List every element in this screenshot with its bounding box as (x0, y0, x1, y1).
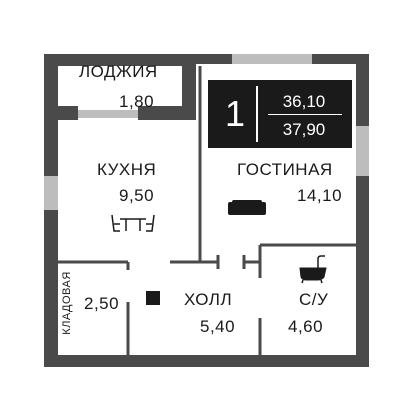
storage-area: 2,50 (84, 294, 120, 313)
window-left (44, 176, 58, 210)
outer-wall-right-upper (356, 54, 369, 126)
kitchen-name: КУХНЯ (97, 160, 157, 179)
outer-wall-bottom (44, 355, 369, 367)
outer-wall-left-upper (44, 54, 58, 176)
area-with-loggia: 37,90 (282, 120, 326, 139)
loggia-right-wall (182, 54, 196, 114)
bathroom-name: С/У (299, 290, 329, 309)
bathroom-area: 4,60 (288, 317, 324, 336)
dining-table-icon (111, 214, 155, 232)
outer-wall-left-lower (44, 210, 58, 365)
loggia-top-wall (44, 54, 196, 66)
living-room-area: 14,10 (297, 186, 343, 205)
loggia-name: ЛОДЖИЯ (79, 62, 158, 81)
room-count: 1 (214, 86, 258, 142)
interior-walls (58, 66, 356, 355)
hall-name: ХОЛЛ (184, 290, 233, 309)
hall-area: 5,40 (200, 317, 236, 336)
living-room-name: ГОСТИНАЯ (237, 160, 333, 179)
sofa-icon (228, 200, 266, 215)
window-right (356, 126, 369, 176)
top-wall-segment-b (312, 54, 369, 64)
total-area: 36,10 (282, 92, 326, 111)
loggia-area: 1,80 (119, 92, 155, 111)
storage-name: КЛАДОВАЯ (61, 271, 73, 335)
outer-walls (44, 54, 369, 367)
summary-divider (268, 114, 342, 115)
apartment-summary: 1 36,10 37,90 (208, 80, 352, 148)
window-top (232, 54, 312, 64)
outer-wall-right-lower (356, 176, 369, 366)
bathtub-icon (299, 255, 327, 284)
loggia-partition (58, 106, 196, 120)
top-wall-segment-a (196, 54, 232, 64)
shaft-icon (146, 291, 160, 305)
kitchen-area: 9,50 (119, 186, 155, 205)
